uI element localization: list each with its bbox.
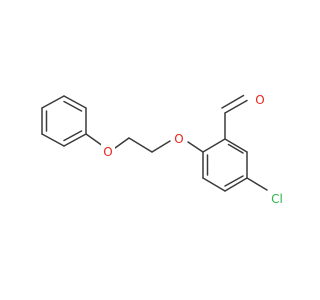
bond-ch2-ch2 bbox=[128, 137, 153, 153]
bond bbox=[63, 133, 87, 147]
double-bond-inner bbox=[63, 130, 83, 142]
atom-ether-oxygen-ring: O bbox=[172, 131, 186, 147]
atom-ether-oxygen-phenoxy: O bbox=[101, 144, 115, 160]
phenoxy-oxygen-label: O bbox=[103, 145, 112, 159]
bond bbox=[41, 95, 65, 109]
bond bbox=[224, 138, 248, 153]
molecule-structure: O O O Cl bbox=[41, 92, 288, 207]
bond bbox=[224, 177, 248, 192]
chlorine-label: Cl bbox=[271, 192, 283, 206]
bond-o-ch2 bbox=[114, 137, 130, 149]
bond-c-o-double bbox=[224, 99, 248, 114]
bond-o-aryl bbox=[187, 141, 204, 153]
atom-aldehyde-oxygen: O bbox=[253, 92, 267, 108]
bond-c-cl bbox=[246, 177, 268, 191]
chlorobenzaldehyde-ring bbox=[202, 138, 248, 192]
bond-c-o bbox=[85, 133, 103, 146]
atom-chlorine: Cl bbox=[266, 191, 288, 207]
double-bond-inner bbox=[224, 175, 244, 187]
double-bond-inner bbox=[227, 143, 244, 154]
bond bbox=[202, 177, 226, 192]
bond-c-o-double-2 bbox=[221, 94, 245, 109]
ring-oxygen-label: O bbox=[174, 132, 183, 146]
bond bbox=[41, 133, 65, 147]
bond bbox=[63, 95, 87, 109]
molecule-canvas: O O O Cl bbox=[41, 92, 288, 207]
phenyl-ring bbox=[41, 95, 87, 147]
double-bond-inner bbox=[63, 100, 83, 112]
aldehyde-oxygen-label: O bbox=[255, 93, 264, 107]
bond-ch2-o bbox=[151, 140, 171, 153]
bond bbox=[202, 138, 226, 153]
